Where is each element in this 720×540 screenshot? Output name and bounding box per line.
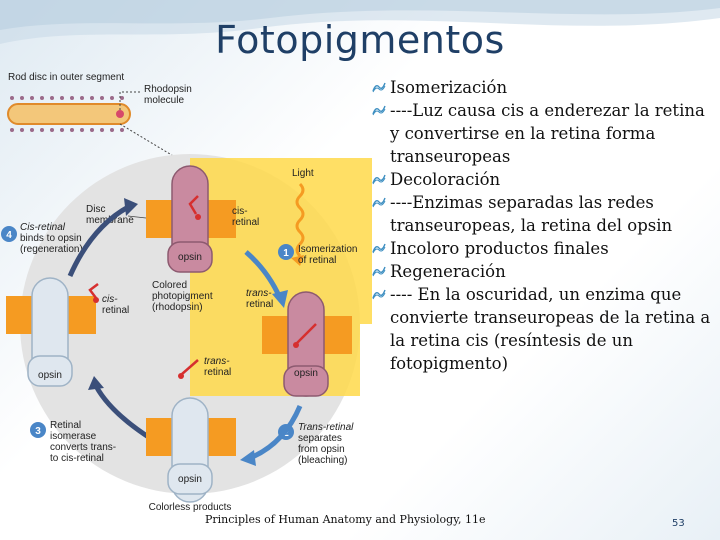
bullet-continuation: fotopigmento) — [390, 354, 509, 373]
step1-number: 1 — [283, 248, 289, 259]
bullet-text: ----Luz causa cis a enderezar la retina — [390, 101, 705, 120]
light-label: Light — [292, 168, 314, 179]
bullet-item: Decoloración — [372, 168, 718, 191]
bullet-wave-icon — [372, 243, 386, 254]
step1-label: Isomerization of retinal — [298, 244, 360, 266]
bullet-continuation: la retina cis (resíntesis de un — [390, 331, 633, 350]
bullet-text: ----Enzimas separadas las redes — [390, 193, 654, 212]
bullet-wave-icon — [372, 266, 386, 277]
bullet-item: Incoloro productos finales — [372, 237, 718, 260]
cis-retinal-top-icon — [188, 195, 199, 215]
bullet-continuation: transeuropeas — [390, 147, 511, 166]
trans-retinal-free-icon — [181, 359, 199, 375]
cis-retinal-left-icon — [88, 283, 99, 299]
bullet-item: ---- En la oscuridad, un enzima que — [372, 283, 718, 306]
photopigment-cycle-diagram: Rod disc in outer segment Rhodopsin mole… — [1, 72, 372, 513]
bullet-wave-icon — [372, 174, 386, 185]
bullet-continuation: y convertirse en la retina forma — [390, 124, 656, 143]
bullet-wave-icon — [372, 289, 386, 300]
page-number: 53 — [672, 518, 685, 529]
step4-number: 4 — [6, 230, 12, 241]
opsin-label-bottom: opsin — [178, 474, 202, 485]
bullet-text: ---- En la oscuridad, un enzima que — [390, 285, 682, 304]
rod-disc — [7, 96, 131, 132]
cis-retinal-top-label: cis- retinal — [232, 206, 259, 228]
trans-retinal-mid-label: trans- retinal — [246, 288, 274, 310]
bullet-text: Decoloración — [390, 170, 501, 189]
bullet-item: ----Luz causa cis a enderezar la retina — [372, 99, 718, 122]
step2-arrow — [249, 405, 303, 461]
trans-retinal-right-icon — [295, 323, 317, 345]
footer-text: Principles of Human Anatomy and Physiolo… — [205, 513, 486, 526]
step4-arrow — [67, 203, 132, 278]
rod-disc-label: Rod disc in outer segment — [8, 72, 124, 83]
bullet-wave-icon — [372, 82, 386, 93]
cis-retinal-left-label: cis- retinal — [102, 294, 129, 316]
trans-retinal-free-label: trans- retinal — [204, 356, 232, 378]
step3-number: 3 — [35, 426, 41, 437]
bullet-wave-icon — [372, 105, 386, 116]
bullet-item: Isomerización — [372, 76, 718, 99]
header-decoration — [0, 0, 720, 44]
page-title: Fotopigmentos — [215, 18, 505, 62]
light-region — [190, 158, 372, 324]
bullet-continuation: convierte transeuropeas de la retina a — [390, 308, 711, 327]
colorless-products-label: Colorless products — [149, 502, 232, 513]
bullet-text: Regeneración — [390, 262, 506, 281]
opsin-label-top: opsin — [178, 252, 202, 263]
bullet-wave-icon — [372, 197, 386, 208]
step2-label: Trans-retinal separates from opsin (blea… — [298, 422, 356, 466]
light-wave-icon — [295, 182, 305, 258]
bullet-text: Incoloro productos finales — [390, 239, 609, 258]
opsin-label-left: opsin — [38, 370, 62, 381]
bullet-list: Isomerización ----Luz causa cis a enderez… — [372, 76, 718, 375]
bullet-item: Regeneración — [372, 260, 718, 283]
bullet-item: ----Enzimas separadas las redes — [372, 191, 718, 214]
rhodopsin-molecule-label: Rhodopsin molecule — [144, 84, 195, 106]
bullet-text: Isomerización — [390, 78, 508, 97]
step3-label: Retinal isomerase converts trans- to cis… — [50, 420, 119, 464]
bullet-continuation: transeuropeas, la retina del opsin — [390, 216, 673, 235]
colored-photopigment-label: Colored photopigment (rhodopsin) — [152, 280, 215, 313]
step3-arrow — [93, 384, 152, 441]
opsin-label-right: opsin — [294, 368, 318, 379]
step4-label: Cis-retinal binds to opsin (regeneration… — [20, 222, 85, 255]
